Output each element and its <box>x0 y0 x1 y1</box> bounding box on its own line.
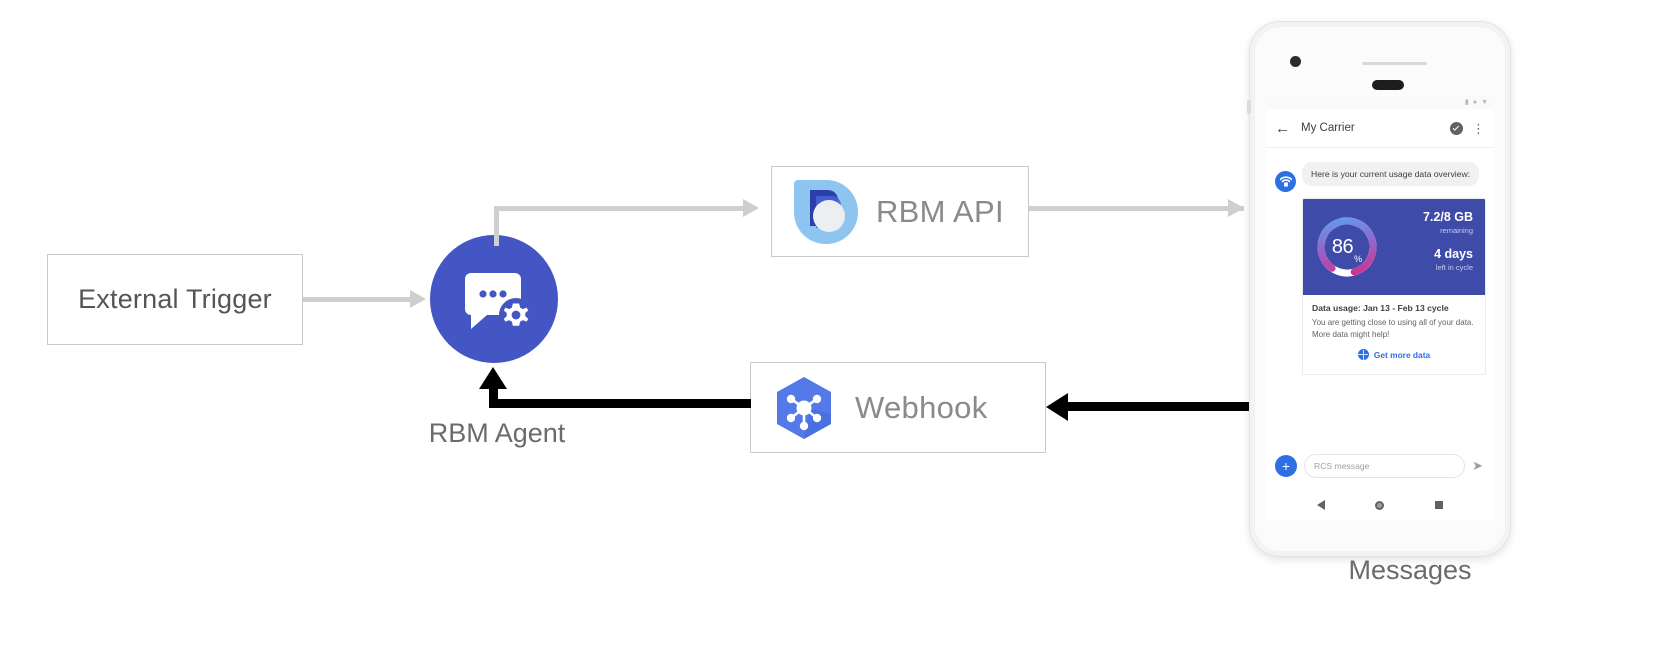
days-left-sub: left in cycle <box>1435 262 1473 272</box>
phone-device: ▮ ● ▼ ← My Carrier ⋮ <box>1247 22 1510 556</box>
edge-trigger-to-agent-arrowhead <box>410 290 426 308</box>
app-bar: ← My Carrier ⋮ <box>1266 109 1494 148</box>
rich-card-hero: 86 % 7.2/8 GB remaining 4 days left in c… <box>1303 199 1485 295</box>
get-more-data-label: Get more data <box>1373 349 1431 360</box>
edge-agent-to-api-horizontal <box>494 206 744 211</box>
carrier-wifi-avatar-icon <box>1275 171 1296 192</box>
edge-device-to-webhook <box>1068 402 1253 411</box>
cloud-functions-hexagon-icon <box>777 376 831 439</box>
arrow-left-icon[interactable]: ← <box>1275 119 1290 137</box>
external-trigger-node[interactable]: External Trigger <box>47 254 303 345</box>
rich-card-body: Data usage: Jan 13 - Feb 13 cycle You ar… <box>1303 295 1485 374</box>
chat-gear-icon <box>465 273 533 332</box>
android-nav-bar <box>1266 490 1494 520</box>
rich-card-title: Data usage: Jan 13 - Feb 13 cycle <box>1312 303 1449 313</box>
gauge-unit: % <box>1354 254 1363 264</box>
get-more-data-button[interactable]: Get more data <box>1312 340 1476 368</box>
webhook-node[interactable]: Webhook <box>750 362 1046 453</box>
edge-trigger-to-agent <box>303 297 411 302</box>
edge-webhook-to-agent-horizontal <box>489 399 751 408</box>
edge-api-to-device <box>1029 206 1244 211</box>
phone-screen: ▮ ● ▼ ← My Carrier ⋮ <box>1266 96 1494 520</box>
edge-api-to-device-arrowhead <box>1228 199 1244 217</box>
globe-icon <box>1357 349 1369 361</box>
edge-webhook-to-agent-arrowhead <box>479 367 507 389</box>
earpiece-speaker-icon <box>1372 80 1404 90</box>
proximity-sensor-icon <box>1362 62 1427 65</box>
nav-back-triangle-icon[interactable] <box>1317 500 1326 510</box>
add-attachment-button[interactable]: + <box>1275 455 1297 477</box>
rbm-agent-node[interactable] <box>430 235 558 363</box>
gauge-value-group: 86 % <box>1313 213 1381 281</box>
rcs-message-placeholder: RCS message <box>1314 461 1370 471</box>
status-bar: ▮ ● ▼ <box>1266 96 1494 109</box>
message-row: Here is your current usage data overview… <box>1275 162 1485 192</box>
verified-shield-icon <box>1450 121 1463 135</box>
data-amount: 7.2/8 GB <box>1422 210 1473 225</box>
gauge-value: 86 <box>1331 235 1354 258</box>
overflow-menu-icon[interactable]: ⋮ <box>1472 120 1485 136</box>
edge-agent-to-api-arrowhead <box>743 199 759 217</box>
data-usage-gauge: 86 % <box>1313 213 1381 281</box>
rbm-droplet-icon <box>794 179 858 244</box>
days-left: 4 days <box>1434 247 1473 261</box>
rich-card[interactable]: 86 % 7.2/8 GB remaining 4 days left in c… <box>1302 198 1486 376</box>
rbm-agent-label: RBM Agent <box>428 418 566 448</box>
data-amount-sub: remaining <box>1440 226 1473 235</box>
conversation-thread: Here is your current usage data overview… <box>1266 148 1494 376</box>
edge-device-to-webhook-arrowhead <box>1046 393 1068 421</box>
hero-stats: 7.2/8 GB remaining 4 days left in cycle <box>1381 210 1475 283</box>
incoming-message-bubble: Here is your current usage data overview… <box>1302 162 1480 187</box>
rbm-api-node[interactable]: RBM API <box>771 166 1029 257</box>
signal-icon: ▮ <box>1464 99 1469 106</box>
device-label: Messages <box>1348 555 1472 585</box>
external-trigger-label: External Trigger <box>78 284 272 314</box>
rich-card-text: You are getting close to using all of yo… <box>1312 318 1474 339</box>
edge-agent-to-api-vertical <box>494 206 499 246</box>
message-composer: + RCS message ➤ <box>1266 446 1494 486</box>
conversation-title: My Carrier <box>1301 122 1355 134</box>
phone-side-button[interactable] <box>1247 100 1251 114</box>
wifi-antenna-icon <box>1279 176 1292 187</box>
rbm-api-label: RBM API <box>876 193 1004 229</box>
front-camera-icon <box>1290 56 1301 67</box>
send-icon[interactable]: ➤ <box>1472 458 1483 473</box>
nav-recents-square-icon[interactable] <box>1434 501 1443 509</box>
webhook-label: Webhook <box>855 389 988 425</box>
battery-icon: ▼ <box>1481 99 1488 106</box>
wifi-icon: ● <box>1472 99 1478 106</box>
nav-home-circle-icon[interactable] <box>1375 500 1385 510</box>
rcs-message-input[interactable]: RCS message <box>1304 454 1466 478</box>
edge-webhook-to-agent-vertical <box>489 388 498 408</box>
